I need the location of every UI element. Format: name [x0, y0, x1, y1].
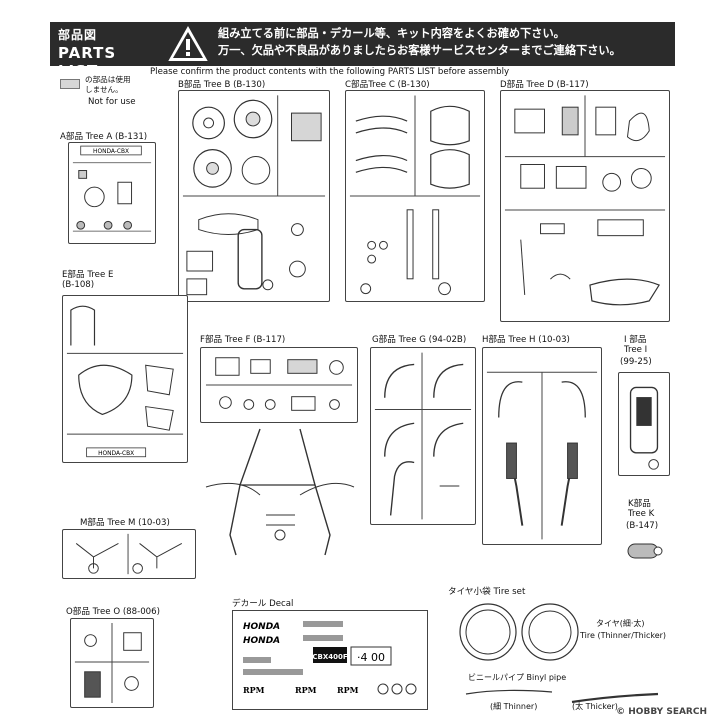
tire-set-label: タイヤ小袋 Tire set: [448, 587, 526, 597]
header-message-jp-1: 組み立てる前に部品・デカール等、キット内容をよくお確め下さい。: [218, 27, 565, 40]
decal-honda-2: HONDA: [243, 636, 280, 646]
watermark: © HOBBY SEARCH: [616, 707, 707, 717]
tree-h-label: H部品 Tree H (10-03): [482, 335, 570, 345]
tree-f-sprue: [200, 347, 358, 423]
decal-rpm-1: RPM: [243, 685, 265, 695]
warning-triangle-icon: [168, 25, 208, 61]
pipe-label: ビニールパイプ Binyl pipe: [468, 673, 567, 682]
tree-i-label-2: Tree I: [624, 345, 648, 355]
tree-i-sprue: [618, 372, 670, 476]
decal-honda-1: HONDA: [243, 622, 280, 632]
tree-a-label: A部品 Tree A (B-131): [60, 132, 148, 142]
tree-g-sprue: [370, 347, 476, 525]
tree-i-label-1: I 部品: [624, 335, 647, 345]
decal-label: デカール Decal: [232, 599, 294, 609]
decal-sheet: HONDA HONDA CBX400F ·4 00 RPM RPM RPM: [232, 610, 428, 710]
decal-number-text: ·4 00: [357, 651, 385, 664]
decal-rpm-2: RPM: [295, 685, 317, 695]
frame-part: [200, 425, 358, 560]
tire-label-en: Tire (Thinner/Thicker): [580, 631, 667, 640]
not-for-use-jp: の部品は使用 しません。: [85, 75, 131, 94]
not-for-use-en: Not for use: [88, 97, 136, 107]
tree-a-decal-text: HONDA-CBX: [93, 149, 129, 155]
tire-label-jp: タイヤ(細·太): [596, 619, 645, 628]
tree-k-label-2: Tree K: [628, 509, 655, 519]
tree-m-sprue: [62, 529, 196, 579]
tree-m-label: M部品 Tree M (10-03): [80, 518, 170, 528]
tree-g-label: G部品 Tree G (94-02B): [372, 335, 467, 345]
tree-b-label: B部品 Tree B (B-130): [178, 80, 266, 90]
decal-logo-text: CBX400F: [312, 653, 347, 661]
tree-a-sprue: HONDA-CBX: [68, 142, 156, 244]
tree-h-sprue: [482, 347, 602, 545]
header-message-en: Please confirm the product contents with…: [150, 67, 510, 77]
header-title-en: PARTS LIST: [58, 44, 117, 80]
vinyl-pipes: [462, 684, 662, 708]
tree-b-sprue: [178, 90, 330, 302]
tree-d-label: D部品 Tree D (B-117): [500, 80, 589, 90]
not-for-use-swatch: [60, 79, 80, 89]
tree-d-sprue: [500, 90, 670, 322]
tree-k-part: [622, 538, 668, 564]
tree-k-label-3: (B-147): [626, 521, 659, 531]
tires-image: [452, 600, 582, 664]
tree-e-label-1: E部品 Tree E: [62, 270, 114, 280]
header-message-jp-2: 万一、欠品や不良品がありましたらお客様サービスセンターまでご連絡下さい。: [218, 44, 621, 57]
tree-c-label: C部品Tree C (B-130): [345, 80, 430, 90]
tree-i-label-3: (99-25): [620, 357, 652, 367]
decal-rpm-3: RPM: [337, 685, 359, 695]
tree-e-sprue: HONDA-CBX: [62, 295, 188, 463]
tree-e-decal-text: HONDA-CBX: [98, 451, 134, 457]
header-title-jp: 部品図: [58, 28, 98, 42]
parts-list-header: 部品図 PARTS LIST 組み立てる前に部品・デカール等、キット内容をよくお…: [50, 22, 675, 80]
tree-k-label-1: K部品: [628, 499, 651, 509]
tree-f-label: F部品 Tree F (B-117): [200, 335, 286, 345]
pipe-thick-label: (太 Thicker): [572, 702, 618, 711]
tree-e-label-2: (B-108): [62, 280, 95, 290]
pipe-thin-label: (細 Thinner): [490, 702, 538, 711]
tree-o-sprue: [70, 618, 154, 708]
tree-o-label: O部品 Tree O (88-006): [66, 607, 160, 617]
tree-c-sprue: [345, 90, 485, 302]
